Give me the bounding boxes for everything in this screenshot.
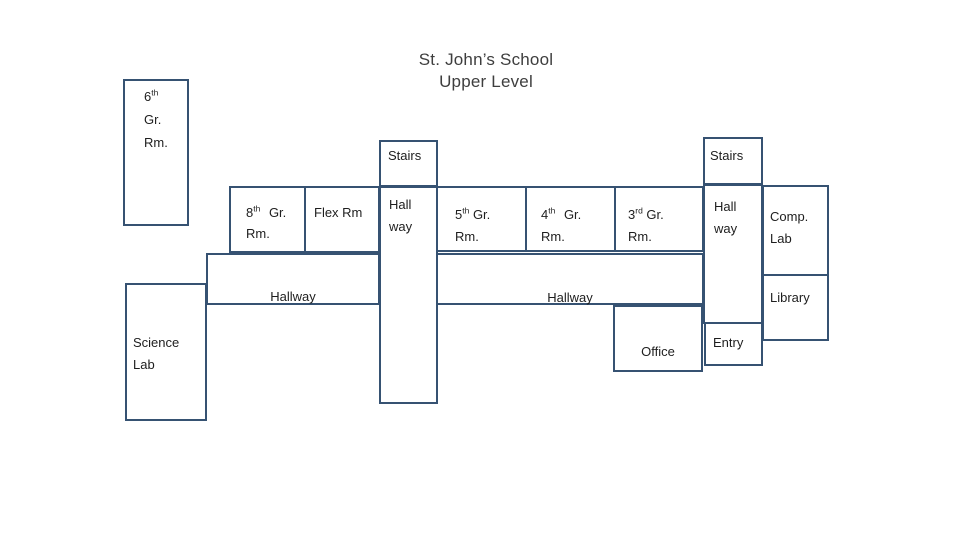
hallway-right-vertical: Hall way bbox=[703, 184, 763, 324]
stairs-right: Stairs bbox=[703, 137, 763, 185]
room-label: way bbox=[389, 219, 413, 234]
room-label: Rm. bbox=[455, 229, 479, 244]
room-6th-grade: 6th Gr. Rm. bbox=[123, 79, 189, 226]
page-title: St. John’s School Upper Level bbox=[346, 49, 626, 93]
room-label: Hallway bbox=[547, 290, 593, 305]
room-label: Library bbox=[770, 290, 810, 305]
room-label: 6th bbox=[144, 87, 159, 104]
hallway-left-horizontal: Hallway bbox=[206, 253, 380, 305]
room-science-lab: Science Lab bbox=[125, 283, 207, 421]
room-label: Stairs bbox=[388, 148, 422, 163]
room-5th-grade: 5th Gr. Rm. bbox=[436, 186, 527, 252]
room-label: Flex Rm bbox=[314, 205, 363, 220]
hallway-right-horizontal: Hallway bbox=[436, 253, 704, 305]
room-label: Rm. bbox=[541, 229, 565, 244]
room-label: Rm. bbox=[246, 226, 270, 241]
room-label: Hall bbox=[714, 199, 737, 214]
room-entry: Entry bbox=[704, 322, 763, 366]
room-label: Office bbox=[641, 344, 675, 359]
room-label: Hall bbox=[389, 197, 412, 212]
room-computer-lab: Comp. Lab bbox=[762, 185, 829, 276]
room-label: Entry bbox=[713, 335, 744, 350]
room-label: Lab bbox=[770, 231, 792, 246]
room-label: Stairs bbox=[710, 148, 744, 163]
room-label: way bbox=[714, 221, 738, 236]
room-label: Science bbox=[133, 335, 180, 350]
stairs-left: Stairs bbox=[379, 140, 438, 187]
title-line1: St. John’s School bbox=[418, 50, 554, 69]
room-label: Comp. bbox=[770, 209, 809, 224]
hallway-center-vertical: Hall way bbox=[379, 186, 438, 404]
room-8th-grade: 8th Gr. Rm. bbox=[229, 186, 306, 253]
room-label: Gr. bbox=[144, 112, 162, 127]
room-label: Lab bbox=[133, 357, 155, 372]
room-label: Rm. bbox=[144, 135, 168, 150]
room-label: 4th Gr. bbox=[541, 205, 582, 222]
room-3rd-grade: 3rd Gr. Rm. bbox=[614, 186, 704, 252]
room-label: 8th Gr. bbox=[246, 203, 287, 220]
room-4th-grade: 4th Gr. Rm. bbox=[525, 186, 616, 252]
room-label: Hallway bbox=[270, 289, 316, 304]
room-label: 5th Gr. bbox=[455, 205, 491, 222]
room-label: Rm. bbox=[628, 229, 652, 244]
room-library: Library bbox=[762, 274, 829, 341]
room-office: Office bbox=[613, 305, 703, 372]
room-flex: Flex Rm bbox=[304, 186, 380, 253]
room-label: 3rd Gr. bbox=[628, 205, 664, 222]
title-line2: Upper Level bbox=[439, 72, 533, 91]
